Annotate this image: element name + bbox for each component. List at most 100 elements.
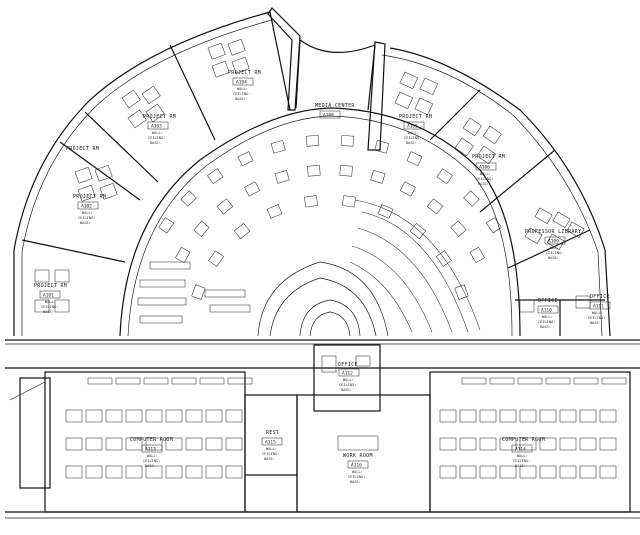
desk [143,377,169,385]
desk [149,261,191,270]
desk [85,409,103,423]
desk [65,409,83,423]
room-name: OFFICE [338,362,358,368]
desk [459,437,477,451]
desk [207,42,226,60]
finish-wall: WALL: [550,246,561,250]
room-name: MEDIA CENTER [315,103,355,109]
desk [439,409,457,423]
desk [266,204,283,219]
desk [175,246,191,264]
desk [479,409,497,423]
desk [599,409,617,423]
room-label-work-room: WORK ROOM A116 WALL: CEILING: BASE: [343,453,373,484]
desk [225,409,243,423]
desk [485,217,502,234]
desk [414,97,434,116]
desk [499,437,517,451]
desk [399,181,416,197]
desk [469,246,485,264]
desk [479,465,497,479]
room-number: A103 [151,124,162,130]
desk [225,437,243,451]
desk [244,181,261,197]
room-label-media-center: MEDIA CENTER A108 [315,103,355,119]
desk [579,437,597,451]
room-name: OFFICE [538,298,558,304]
desk [227,377,253,385]
desk [573,377,599,385]
desk [127,109,147,129]
desk [519,437,537,451]
desk [74,166,93,184]
room-label-project-rm-6: PROJECT RM A106 WALL: CEILING: BASE: [472,154,505,186]
finish-base: BASE: [341,388,352,392]
desk [559,437,577,451]
desk [305,134,320,147]
desk [191,284,206,300]
desk [450,220,467,237]
room-label-computer-room-right: COMPUTER ROOM A114 WALL: CEILING: BASE: [502,437,545,468]
desk [87,377,113,385]
finish-wall: WALL: [343,378,354,382]
desk [454,284,469,300]
room-name: PROFESSOR LIBRARY [525,229,581,235]
room-label-office-1: OFFICE A110 WALL: CEILING: BASE: [537,298,559,329]
room-name: PROJECT RM [66,146,99,152]
finish-base: BASE: [478,182,489,186]
desk [185,437,203,451]
desk [546,233,565,251]
finish-base: BASE: [590,321,601,325]
finish-wall: WALL: [480,172,491,176]
desk [231,56,250,74]
desk [566,221,585,239]
room-number: A108 [323,113,334,119]
desk [426,198,444,215]
desk [599,465,617,479]
desk [519,409,537,423]
desk [205,409,223,423]
finish-ceiling: CEILING: [404,136,421,140]
room-number: A109 [548,239,559,245]
room-label-professor-library: PROFESSOR LIBRARY A109 WALL: CEILING: BA… [525,229,581,260]
desk [209,304,251,313]
room-label-project-rm-1: PROJECT RM A101 WALL: CEILING: BASE: [34,283,67,314]
desk [479,437,497,451]
desk [137,297,187,306]
desk [171,377,197,385]
room-label-project-rm-7: PROJECT RM [66,146,99,152]
finish-wall: WALL: [352,470,363,474]
desk [193,220,210,237]
finish-wall: WALL: [147,454,158,458]
finish-ceiling: CEILING: [513,459,530,463]
finish-base: BASE: [80,221,91,225]
desk [274,170,290,184]
desk [233,222,251,240]
finish-wall: WALL: [408,131,419,135]
desk [115,377,141,385]
desk [559,465,577,479]
finish-ceiling: CEILING: [339,383,356,387]
room-name: REST [266,430,279,436]
room-number: A104 [236,80,247,86]
desk [399,71,419,90]
room-name: PROJECT RM [34,283,67,289]
desk [121,89,141,109]
desk [489,377,515,385]
desk [208,250,225,267]
desk [216,198,234,215]
desk [165,465,183,479]
finish-ceiling: CEILING: [262,452,279,456]
desk [419,77,439,96]
desk [94,164,113,182]
desk [199,377,225,385]
desk [524,227,543,245]
finish-base: BASE: [150,141,161,145]
finish-ceiling: CEILING: [546,251,563,255]
desk [519,465,537,479]
desk [439,437,457,451]
desk [559,409,577,423]
desk [237,151,254,167]
desk [342,195,356,208]
room-name: WORK ROOM [343,453,373,459]
